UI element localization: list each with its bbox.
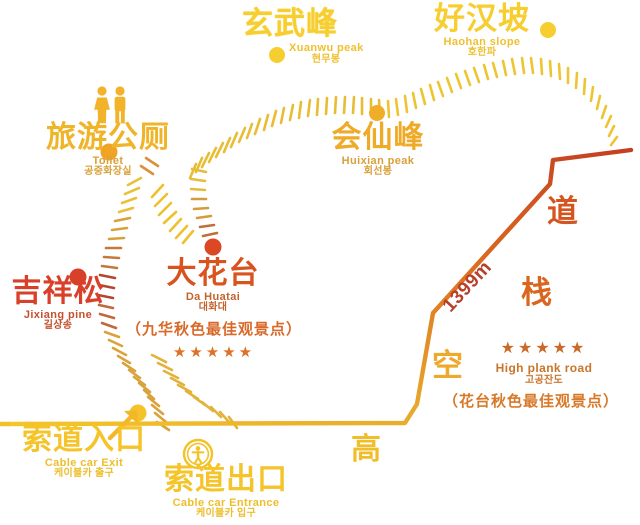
- route-char-kong: 空: [432, 348, 463, 383]
- plank-road-line: [5, 147, 634, 427]
- poi-en-jixiang-pine: Jixiang pine: [23, 308, 93, 321]
- poi-kr-haohan-slope: 호한파: [467, 47, 497, 59]
- poi-label-haohan-slope[interactable]: 好汉坡 Haohan slope 호한파: [423, 1, 541, 59]
- marker-toilet[interactable]: [100, 143, 118, 161]
- poi-cn-cable-car-exit: 索道入口: [22, 423, 146, 456]
- poi-stars-da-huatai: ★★★★★: [172, 344, 256, 361]
- poi-en-haohan-slope: Haohan slope: [443, 35, 521, 48]
- poi-label-jixiang-pine[interactable]: 吉祥松 Jixiang pine 길상송: [0, 276, 116, 332]
- arrow-up-right-icon: [107, 410, 138, 441]
- poi-label-cable-car-exit[interactable]: 索道入口 Cable car Exit 케이블카 출구: [8, 424, 160, 480]
- poi-en-cable-car-exit: Cable car Exit: [44, 456, 124, 469]
- poi-kr-da-huatai: 대화대: [198, 302, 228, 314]
- marker-jixiang-pine[interactable]: [69, 268, 87, 286]
- poi-en-da-huatai: Da Huatai: [185, 290, 241, 303]
- poi-cn-jixiang-pine: 吉祥松: [11, 275, 105, 308]
- poi-label-cable-car-entrance[interactable]: 索道出口 Cable car Entrance 케이블카 입구: [150, 464, 302, 520]
- poi-en-toilet: Toilet: [92, 154, 124, 167]
- trail-dahuatai-spur: [189, 167, 219, 238]
- cable-car-badge-icon: [182, 438, 214, 470]
- poi-label-toilet[interactable]: 旅游公厕 Toilet 공중화장실: [32, 122, 184, 178]
- marker-xuanwu-peak[interactable]: [269, 47, 285, 63]
- restroom-icon: [94, 86, 126, 124]
- poi-kr-cable-car-exit: 케이블카 출구: [53, 468, 115, 480]
- poi-stars-high-plank-road: ★★★★★: [500, 340, 588, 357]
- poi-note-da-huatai: （九华秋色最佳观景点）: [125, 321, 302, 338]
- route-char-dao: 道: [547, 194, 578, 229]
- poi-cn-huixian-peak: 会仙峰: [331, 121, 425, 154]
- poi-en-huixian-peak: Huixian peak: [341, 154, 415, 167]
- poi-label-da-huatai[interactable]: 大花台 Da Huatai 대화대: [134, 258, 292, 314]
- poi-kr-high-plank-road: 고공잔도: [525, 374, 563, 386]
- poi-cn-toilet: 旅游公厕: [46, 121, 170, 154]
- poi-kr-huixian-peak: 회선봉: [363, 166, 393, 178]
- poi-kr-xuanwu-peak: 현무봉: [311, 53, 341, 65]
- poi-en-xuanwu-peak: Xuanwu peak: [289, 42, 364, 54]
- poi-cn-haohan-slope: 好汉坡: [434, 1, 530, 36]
- route-char-zhan: 栈: [521, 275, 552, 310]
- poi-label-xuanwu-peak[interactable]: 玄武峰: [232, 6, 348, 41]
- marker-da-huatai[interactable]: [204, 238, 222, 256]
- marker-haohan-slope[interactable]: [540, 22, 556, 38]
- trail-cablecar-descent: [150, 353, 239, 430]
- poi-sub-xuanwu-peak: Xuanwu peak 현무봉: [289, 42, 397, 65]
- trail-west: [96, 176, 171, 432]
- poi-cn-cable-car-entrance: 索道出口: [164, 463, 288, 496]
- route-char-gao: 高: [351, 433, 381, 466]
- poi-en-cable-car-entrance: Cable car Entrance: [172, 496, 280, 509]
- trail-upper-arc: [150, 56, 619, 245]
- poi-note-high-plank-road: （花台秋色最佳观景点）: [442, 393, 619, 410]
- poi-label-high-plank-road[interactable]: High plank road 고공잔도: [474, 362, 614, 386]
- poi-kr-jixiang-pine: 길상송: [43, 320, 73, 332]
- poi-kr-cable-car-entrance: 케이블카 입구: [195, 508, 257, 520]
- poi-label-huixian-peak[interactable]: 会仙峰 Huixian peak 회선봉: [321, 122, 435, 178]
- poi-cn-xuanwu-peak: 玄武峰: [242, 6, 338, 41]
- poi-cn-da-huatai: 大花台: [166, 257, 260, 290]
- poi-kr-toilet: 공중화장실: [84, 166, 132, 178]
- poi-en-high-plank-road: High plank road: [495, 361, 593, 375]
- marker-huixian-peak[interactable]: [369, 105, 385, 121]
- trail-toilet-stub: [139, 156, 160, 176]
